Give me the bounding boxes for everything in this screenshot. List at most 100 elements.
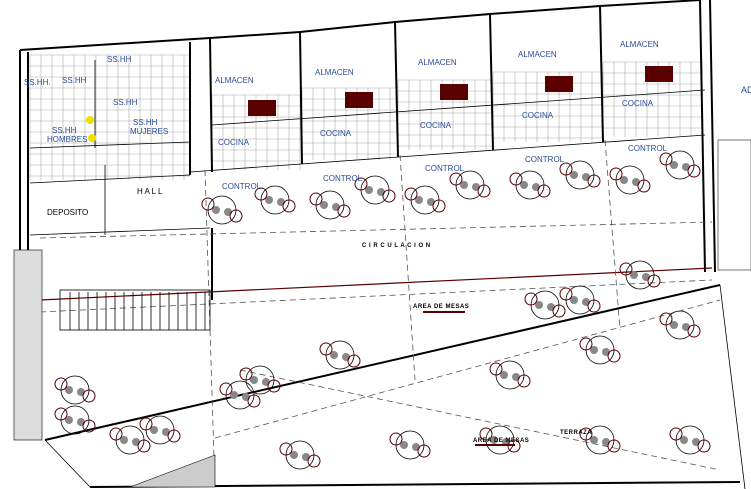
chair-person: [559, 287, 573, 301]
room-label-hombres: HOMBRES: [47, 135, 87, 144]
chair-person: [647, 274, 661, 288]
chair-person: [219, 382, 233, 396]
plate: [320, 201, 328, 209]
room-label-terraza-area-mesas: AREA DE MESAS: [473, 438, 529, 444]
chair-person: [517, 374, 531, 388]
plate: [632, 178, 640, 186]
plate: [342, 353, 350, 361]
plate: [670, 321, 678, 329]
plate: [590, 436, 598, 444]
chair-person: [282, 199, 296, 213]
plate: [150, 426, 158, 434]
plate: [65, 416, 73, 424]
room-labels: SS.HH. SS.HH SS.HH SS.HH SS.HH MUJERES S…: [24, 40, 751, 446]
room-label-control: CONTROL: [525, 155, 565, 164]
room-label-circulacion: C I R C U L A C I O N: [362, 243, 431, 249]
room-label-control: CONTROL: [425, 164, 465, 173]
kitchen-counter: [645, 66, 673, 82]
room-label-cocina: COCINA: [622, 99, 654, 108]
plate: [427, 198, 435, 206]
room-label-cocina: COCINA: [522, 111, 554, 120]
chair-person: [309, 192, 323, 206]
staircase: [59, 289, 211, 331]
chair-person: [609, 167, 623, 181]
plate: [277, 198, 285, 206]
chair-person: [659, 312, 673, 326]
plate: [682, 323, 690, 331]
chair-person: [537, 184, 551, 198]
chair-person: [319, 342, 333, 356]
chair-person: [687, 324, 701, 338]
chair-person: [54, 377, 68, 391]
plate: [265, 196, 273, 204]
chair-person: [382, 189, 396, 203]
chair-person: [449, 172, 463, 186]
stair-steps: [69, 292, 206, 330]
room-label-mujeres: MUJERES: [130, 127, 168, 136]
room-label-sshh-mujeres: SS.HH: [133, 118, 158, 127]
plate: [582, 298, 590, 306]
chair-person: [54, 407, 68, 421]
chair-person: [109, 427, 123, 441]
room-label-sshh-hombres: SS.HH: [52, 126, 77, 135]
chair-person: [139, 417, 153, 431]
chair-person: [337, 204, 351, 218]
plate: [120, 436, 128, 444]
plate: [302, 453, 310, 461]
plate: [500, 371, 508, 379]
plate: [290, 451, 298, 459]
kitchen-counter: [248, 100, 276, 116]
chair-person: [669, 427, 683, 441]
plate: [642, 273, 650, 281]
chair-person: [607, 349, 621, 363]
plate: [212, 206, 220, 214]
chair-person: [579, 337, 593, 351]
chair-person: [82, 389, 96, 403]
plate: [547, 303, 555, 311]
plate: [262, 378, 270, 386]
plate: [242, 393, 250, 401]
room-label-control: CONTROL: [222, 182, 262, 191]
plate: [535, 301, 543, 309]
room-label-sshh: SS.HH.: [24, 78, 51, 87]
room-label-hall: H A L L: [137, 187, 163, 196]
chair-person: [247, 394, 261, 408]
chair-person: [267, 379, 281, 393]
room-label-control: CONTROL: [628, 144, 668, 153]
plate: [682, 163, 690, 171]
chair-person: [559, 162, 573, 176]
room-label-almacen: ALMACEN: [418, 58, 457, 67]
chair-person: [229, 209, 243, 223]
plate: [65, 386, 73, 394]
plate: [692, 438, 700, 446]
plate: [162, 428, 170, 436]
chair-person: [307, 454, 321, 468]
plate: [230, 391, 238, 399]
chair-person: [697, 439, 711, 453]
plate: [415, 196, 423, 204]
tile-grid: [29, 54, 703, 180]
plate: [77, 388, 85, 396]
chair-person: [509, 172, 523, 186]
room-label-cocina: COCINA: [320, 129, 352, 138]
plate: [570, 171, 578, 179]
plate: [365, 186, 373, 194]
plate: [472, 183, 480, 191]
plate: [460, 181, 468, 189]
plate: [680, 436, 688, 444]
plate: [630, 271, 638, 279]
room-label-almacen: ALMACEN: [620, 40, 659, 49]
chair-person: [619, 262, 633, 276]
furniture: [54, 66, 711, 470]
chair-person: [254, 187, 268, 201]
planter: [129, 454, 216, 488]
chair-person: [354, 177, 368, 191]
plate: [250, 376, 258, 384]
chair-person: [552, 304, 566, 318]
chair-person: [587, 299, 601, 313]
plate: [512, 373, 520, 381]
chair-person: [279, 442, 293, 456]
chair-person: [347, 354, 361, 368]
chair-person: [389, 432, 403, 446]
plate: [620, 176, 628, 184]
